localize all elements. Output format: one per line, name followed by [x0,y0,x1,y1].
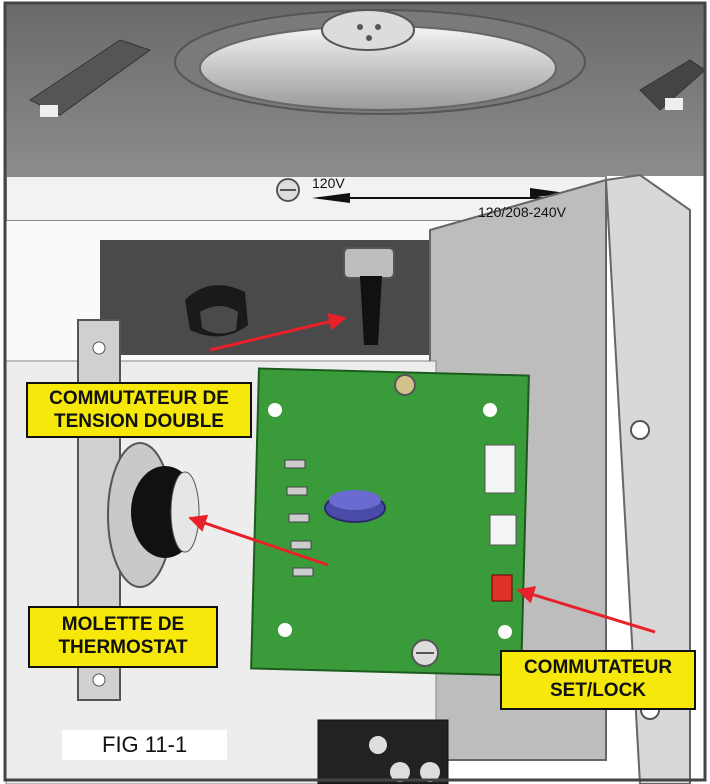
connector-lower [489,514,517,546]
voltage-label-high: 120/208-240V [478,204,566,220]
arrow-dual-voltage [209,312,347,352]
callout-thermostat-knob: MOLETTE DE THERMOSTAT [28,606,218,668]
board-screw-top [394,374,416,396]
board-terminals [284,459,314,577]
callout-text: THERMOSTAT [58,637,188,658]
callout-text: COMMUTATEUR DE [49,388,229,409]
toggle-lever [360,276,382,345]
arrow-thermostat [188,514,329,567]
callout-text: SET/LOCK [549,680,647,701]
callout-set-lock-switch: COMMUTATEUR SET/LOCK [500,650,696,710]
figure-label: FIG 11-1 [62,730,228,760]
callout-text: TENSION DOUBLE [54,411,224,432]
control-board [250,367,530,677]
set-lock-switch [491,574,513,602]
arrow-set-lock [516,586,656,634]
fan-center [321,9,415,51]
connector-upper [484,444,516,494]
figure-frame [3,1,707,782]
callout-dual-voltage-switch: COMMUTATEUR DE TENSION DOUBLE [26,382,252,438]
dark-inner-panel [100,240,470,355]
voltage-label-low: 120V [312,175,345,191]
callout-text: COMMUTATEUR [523,657,673,678]
callout-text: MOLETTE DE [61,614,185,635]
toggle-nut [343,247,395,279]
